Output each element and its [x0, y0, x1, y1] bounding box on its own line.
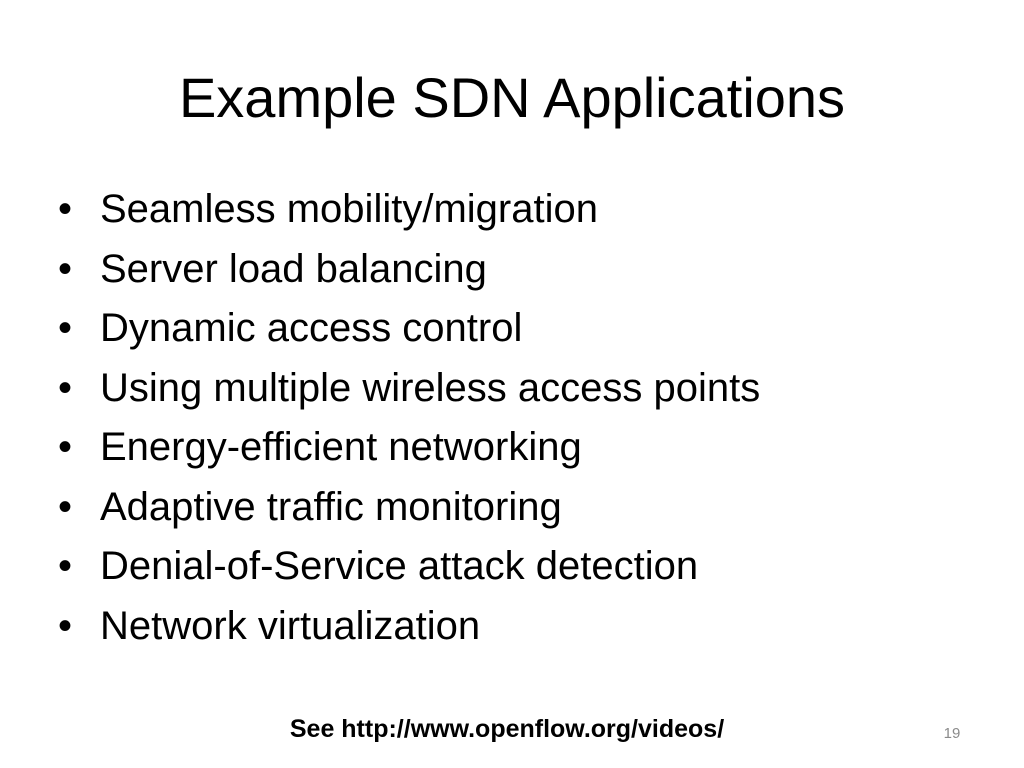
- list-item-text: Adaptive traffic monitoring: [100, 484, 562, 529]
- list-item: • Adaptive traffic monitoring: [58, 478, 760, 538]
- footer-reference-link: See http://www.openflow.org/videos/: [289, 715, 725, 743]
- list-item: • Network virtualization: [58, 597, 760, 657]
- bullet-icon: •: [58, 544, 73, 588]
- bullet-icon: •: [58, 187, 73, 231]
- bullet-icon: •: [58, 484, 73, 529]
- list-item-text: Denial-of-Service attack detection: [100, 544, 699, 588]
- list-item-text: Network virtualization: [100, 603, 481, 648]
- list-item-text: Using multiple wireless access points: [100, 365, 761, 410]
- list-item-text: Server load balancing: [100, 246, 487, 291]
- list-item: • Denial-of-Service attack detection: [58, 537, 760, 597]
- bullet-icon: •: [58, 365, 73, 410]
- bullet-icon: •: [58, 425, 73, 469]
- list-item: • Using multiple wireless access points: [58, 359, 760, 419]
- list-item-text: Seamless mobility/migration: [100, 187, 598, 231]
- bullet-icon: •: [58, 603, 73, 648]
- bullet-icon: •: [58, 306, 73, 350]
- bullet-list: • Seamless mobility/migration • Server l…: [58, 180, 760, 656]
- list-item-text: Dynamic access control: [100, 306, 523, 350]
- list-item: • Seamless mobility/migration: [58, 180, 760, 240]
- list-item: • Energy-efficient networking: [58, 418, 760, 478]
- bullet-icon: •: [58, 246, 73, 291]
- list-item: • Dynamic access control: [58, 299, 760, 359]
- slide-title: Example SDN Applications: [178, 66, 846, 129]
- list-item: • Server load balancing: [58, 240, 760, 300]
- list-item-text: Energy-efficient networking: [100, 425, 582, 469]
- slide-number: 19: [943, 725, 961, 742]
